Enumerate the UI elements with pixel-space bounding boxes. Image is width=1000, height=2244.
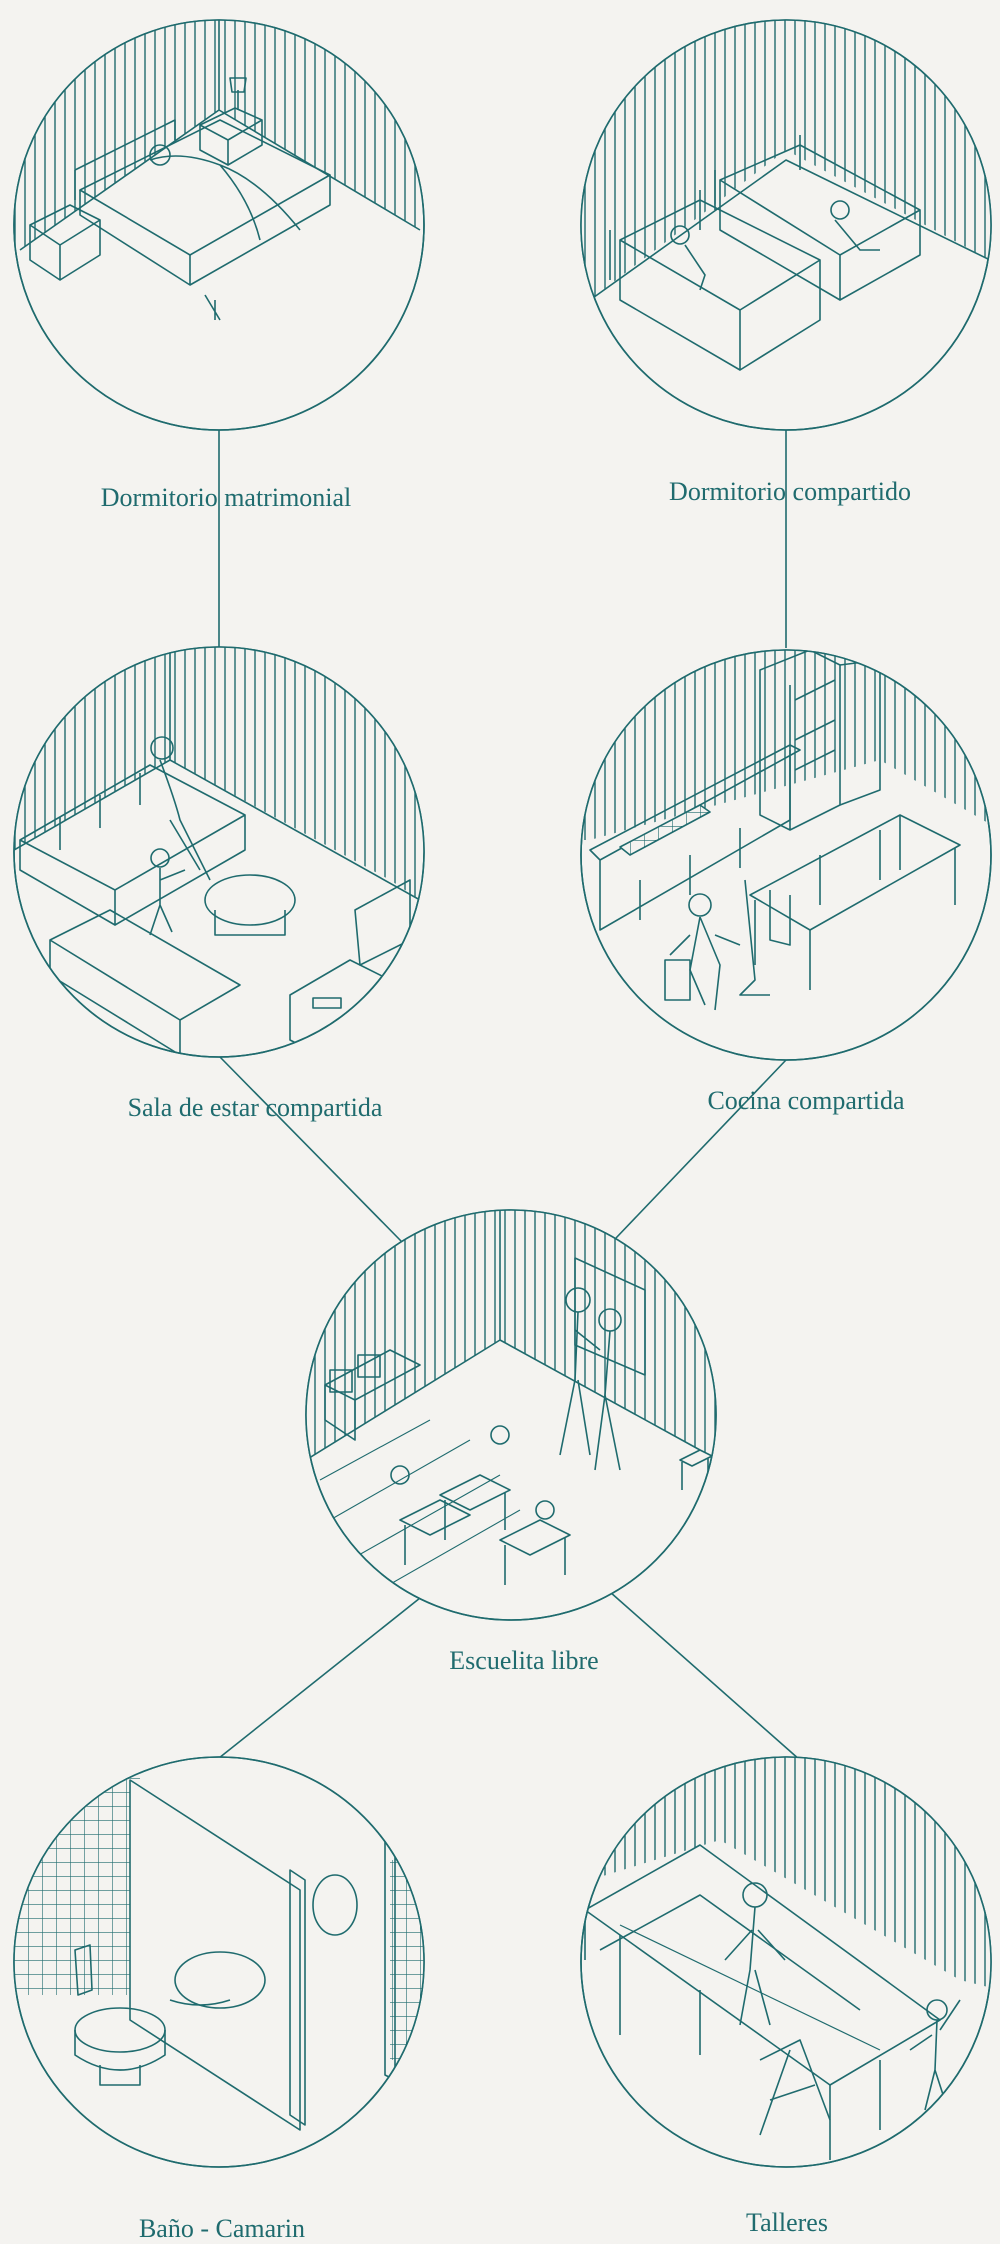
label-escuelita: Escuelita libre [449, 1646, 599, 1675]
connector-line-sala-escuelita [218, 1055, 403, 1243]
illustration-bedroom-shared [580, 19, 992, 431]
label-dormitorio-matrimonial: Dormitorio matrimonial [100, 483, 352, 512]
illustration-kitchen [580, 649, 992, 1061]
label-sala-de-estar: Sala de estar compartida [127, 1093, 383, 1122]
connector-line-escuelita-bano [218, 1597, 421, 1759]
illustration-bathroom [13, 1756, 425, 2168]
illustration-living-room [13, 646, 425, 1058]
label-cocina: Cocina compartida [707, 1086, 905, 1115]
label-dormitorio-compartido: Dormitorio compartido [669, 477, 911, 506]
illustration-workshop [580, 1756, 992, 2168]
connector-line-cocina-escuelita [615, 1059, 787, 1239]
illustration-classroom [305, 1209, 717, 1621]
connector-line-escuelita-talleres [609, 1591, 801, 1761]
illustration-bedroom-double [13, 19, 425, 431]
label-talleres: Talleres [746, 2208, 828, 2237]
label-bano: Baño - Camarin [138, 2214, 306, 2243]
